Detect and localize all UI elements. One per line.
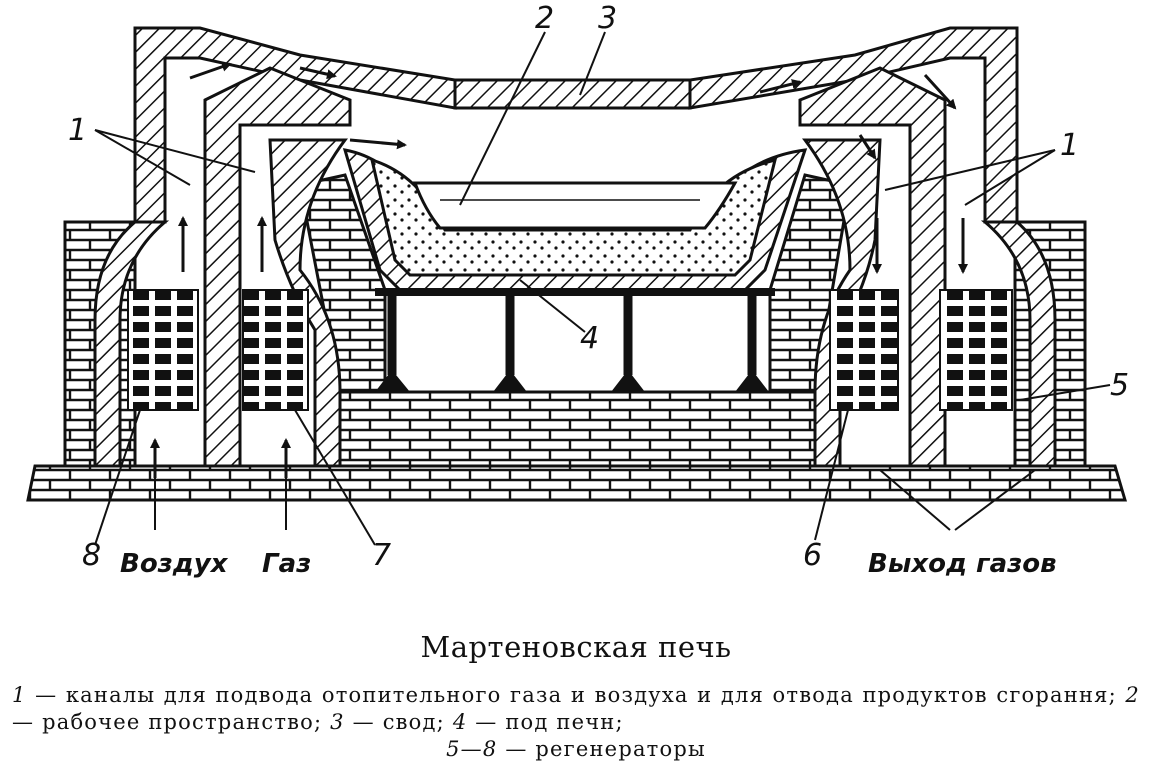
legend-num-2: 2 bbox=[1125, 683, 1140, 707]
legend-num-5-8: 5—8 bbox=[446, 737, 498, 761]
outer-brickwork bbox=[63, 173, 1087, 468]
regenerator-7 bbox=[242, 289, 309, 411]
regenerator-5 bbox=[939, 289, 1013, 411]
leader-lines bbox=[94, 31, 1111, 546]
callout-8: 8 bbox=[82, 538, 101, 573]
legend-num-3: 3 bbox=[330, 710, 345, 734]
figure-legend: 1 — каналы для подвода отопительного газ… bbox=[12, 682, 1140, 763]
legend-num-4: 4 bbox=[452, 710, 468, 734]
callout-6: 6 bbox=[803, 538, 822, 573]
callout-3: 3 bbox=[598, 1, 617, 36]
flow-arrows bbox=[150, 61, 968, 478]
callout-7: 7 bbox=[372, 538, 391, 573]
regenerators bbox=[127, 289, 1013, 411]
label-gas: Газ bbox=[262, 549, 311, 579]
hearth-supports bbox=[375, 288, 775, 392]
callout-5: 5 bbox=[1110, 368, 1129, 403]
figure-title: Мартеновская печь bbox=[420, 630, 732, 664]
outer-shell bbox=[93, 26, 1057, 468]
callout-1-left: 1 bbox=[68, 113, 87, 148]
furnace-diagram: 1 1 2 3 4 5 6 7 8 Воздух Газ Выход газов bbox=[26, 1, 1129, 579]
callout-4: 4 bbox=[580, 321, 599, 356]
flow-labels: Воздух Газ Выход газов bbox=[120, 549, 1057, 579]
callouts: 1 1 2 3 4 5 6 7 8 bbox=[68, 1, 1129, 573]
label-exhaust: Выход газов bbox=[868, 549, 1057, 579]
legend-text-2: — рабочее пространство; bbox=[12, 710, 323, 734]
legend-text-1: — каналы для подвода отопительного газа … bbox=[35, 683, 1117, 707]
legend-text-4: — под печн; bbox=[475, 710, 624, 734]
callout-2: 2 bbox=[535, 1, 554, 36]
callout-1-right: 1 bbox=[1060, 128, 1079, 163]
legend-line-regenerators: 5—8 — регенераторы bbox=[12, 736, 1140, 763]
hearth bbox=[342, 148, 808, 292]
foundation bbox=[26, 464, 1128, 502]
legend-text-3: — свод; bbox=[352, 710, 445, 734]
regenerator-8 bbox=[127, 289, 199, 411]
regenerator-6 bbox=[829, 289, 899, 411]
label-air: Воздух bbox=[120, 549, 229, 579]
legend-num-1: 1 bbox=[12, 683, 27, 707]
legend-text-5-8: — регенераторы bbox=[505, 737, 706, 761]
